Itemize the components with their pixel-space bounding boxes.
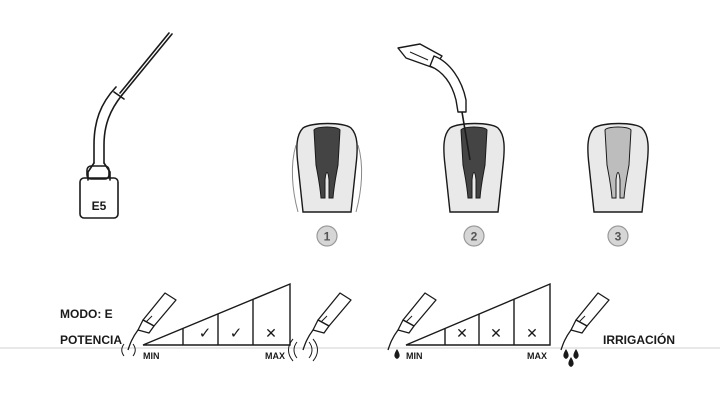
step-number-1: 1	[324, 230, 331, 244]
step-badge-2: 2	[463, 225, 485, 247]
step-number-3: 3	[615, 230, 622, 244]
power-min-label: MIN	[143, 351, 160, 361]
step-badge-1: 1	[316, 225, 338, 247]
irrigation-label: IRRIGACIÓN	[603, 333, 675, 347]
mode-label: MODO: E	[60, 307, 113, 321]
tip-code: E5	[92, 199, 107, 213]
power-level-mark-3: ✓	[230, 324, 243, 342]
irrigation-max-label: MAX	[527, 351, 547, 361]
irrigation-level-mark-2: ✕	[456, 326, 468, 342]
irrigation-level-mark-3: ✕	[490, 326, 502, 342]
step-badge-3: 3	[607, 225, 629, 247]
irrigation-min-label: MIN	[406, 351, 423, 361]
power-level-mark-4: ✕	[265, 326, 277, 342]
irrigation-level-mark-4: ✕	[526, 326, 538, 342]
power-level-mark-2: ✓	[199, 324, 212, 342]
power-max-label: MAX	[265, 351, 285, 361]
power-label: POTENCIA	[60, 333, 123, 347]
step-number-2: 2	[471, 230, 478, 244]
